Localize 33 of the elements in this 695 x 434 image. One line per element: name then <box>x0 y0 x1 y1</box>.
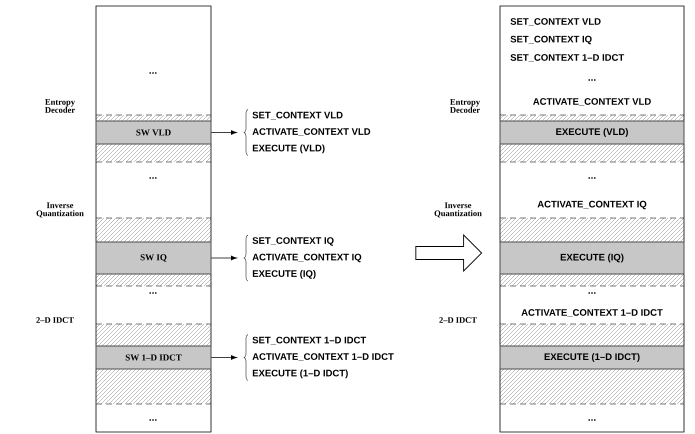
ellipsis: ... <box>150 177 156 179</box>
code-block: SW IQ <box>96 242 212 274</box>
ellipsis: ... <box>588 419 596 421</box>
ellipsis: ... <box>588 177 596 179</box>
command-list: SET_CONTEXT 1–D IDCT ACTIVATE_CONTEXT 1–D IDCT EXECUTE (1–D IDCT) <box>244 334 394 381</box>
stage-label: Inverse Quantization <box>36 202 84 218</box>
arrow <box>211 355 237 360</box>
block-arrow <box>415 234 482 272</box>
ellipsis: ... <box>150 419 156 421</box>
code-block: SW VLD <box>96 120 212 144</box>
command-text: ACTIVATE_CONTEXT 1–D IDCT <box>521 309 663 317</box>
arrow <box>211 130 237 135</box>
command-text: SET_CONTEXT VLD <box>510 18 601 26</box>
command-text: ACTIVATE_CONTEXT IQ <box>538 200 646 210</box>
code-block: EXECUTE (VLD) <box>500 120 684 144</box>
code-block: EXECUTE (1–D IDCT) <box>500 346 684 370</box>
command-text: SET_CONTEXT IQ <box>510 36 592 44</box>
command-list: SET_CONTEXT VLD ACTIVATE_CONTEXT VLD EXECUTE (VLD) <box>244 109 370 156</box>
stage-label: 2–D IDCT <box>36 317 74 323</box>
stage-label: Entropy Decoder <box>450 99 480 113</box>
ellipsis: ... <box>588 79 596 81</box>
stage-label: 2–D IDCT <box>439 317 477 323</box>
stage-label: Inverse Quantization <box>434 202 482 218</box>
command-text: SET_CONTEXT 1–D IDCT <box>510 54 624 62</box>
command-list: SET_CONTEXT IQ ACTIVATE_CONTEXT IQ EXECUTE (IQ) <box>244 234 362 282</box>
stage-label: Entropy Decoder <box>45 99 75 113</box>
ellipsis: ... <box>150 72 156 74</box>
code-block: SW 1–D IDCT <box>96 346 212 370</box>
ellipsis: ... <box>150 292 156 294</box>
ellipsis: ... <box>588 292 596 294</box>
arrow <box>211 256 237 260</box>
code-block: EXECUTE (IQ) <box>500 242 684 274</box>
command-text: ACTIVATE_CONTEXT VLD <box>533 98 651 106</box>
